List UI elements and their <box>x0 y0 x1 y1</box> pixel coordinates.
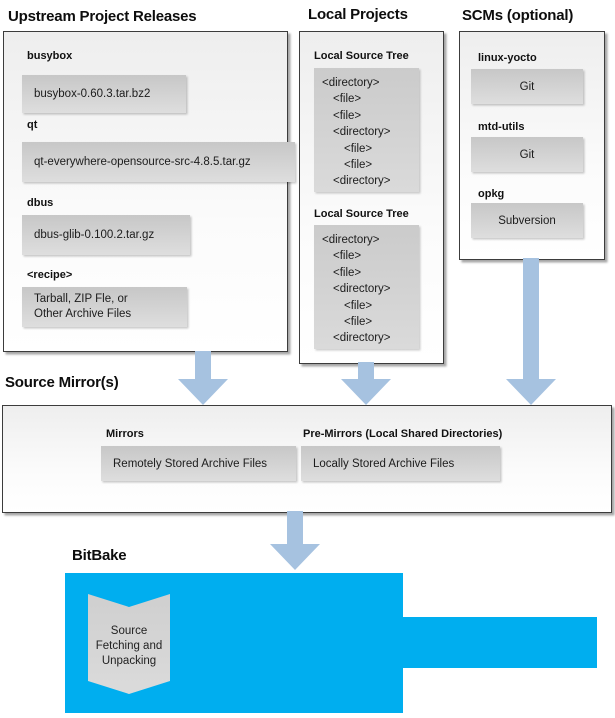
tree-line: <directory> <box>333 283 391 296</box>
scms-title: SCMs (optional) <box>462 7 574 24</box>
tree-line: <file> <box>344 299 373 312</box>
scm-item-value: Subversion <box>498 214 556 227</box>
scms-panel: linux-yocto Git mtd-utils Git opkg Subve… <box>459 31 605 260</box>
upstream-item-value: qt-everywhere-opensource-src-4.8.5.tar.g… <box>34 156 251 168</box>
tree-line: <file> <box>333 109 362 122</box>
upstream-item-label: <recipe> <box>27 269 73 281</box>
tree-line: <file> <box>333 266 362 279</box>
tree-line: <file> <box>344 316 373 329</box>
upstream-item-value: dbus-glib-0.100.2.tar.gz <box>34 229 155 241</box>
upstream-panel: busybox busybox-0.60.3.tar.bz2 qt qt-eve… <box>3 31 295 352</box>
scm-item-box: Git <box>471 137 583 172</box>
tree-line: <file> <box>344 142 373 155</box>
scm-item-box: Git <box>471 69 583 104</box>
source-tree-label: Local Source Tree <box>314 208 409 220</box>
source-mirrors-panel: Mirrors Remotely Stored Archive Files Pr… <box>2 405 612 513</box>
tree-line: <directory> <box>333 332 391 345</box>
down-arrow-local <box>341 362 391 405</box>
upstream-item-value: Tarball, ZIP Fle, or Other Archive Files <box>34 293 132 320</box>
local-projects-title: Local Projects <box>308 6 408 23</box>
tree-line: <file> <box>344 159 373 172</box>
scm-item-label: linux-yocto <box>478 52 537 64</box>
tree-line: <directory> <box>322 77 380 89</box>
upstream-title: Upstream Project Releases <box>8 8 197 25</box>
premirrors-label: Pre-Mirrors (Local Shared Directories) <box>303 428 503 440</box>
premirrors-box: Locally Stored Archive Files <box>301 446 500 481</box>
down-arrow-bitbake <box>270 511 320 570</box>
down-arrow-scms <box>506 258 556 405</box>
upstream-item-box: dbus-glib-0.100.2.tar.gz <box>22 215 190 255</box>
upstream-item-box: qt-everywhere-opensource-src-4.8.5.tar.g… <box>22 142 295 182</box>
upstream-item-box: busybox-0.60.3.tar.bz2 <box>22 75 186 113</box>
source-tree-box: <directory> <file> <file> <directory> <f… <box>314 225 419 349</box>
scm-item-box: Subversion <box>471 203 583 238</box>
tree-line: <file> <box>333 250 362 263</box>
source-tree-label: Local Source Tree <box>314 50 409 62</box>
upstream-item-value: busybox-0.60.3.tar.bz2 <box>34 88 151 100</box>
bitbake-output-strip <box>403 617 597 668</box>
scm-item-value: Git <box>519 80 535 93</box>
tree-line: <directory> <box>333 126 391 139</box>
tree-line: <file> <box>333 93 362 106</box>
premirrors-value: Locally Stored Archive Files <box>313 457 455 470</box>
local-projects-panel: Local Source Tree <directory> <file> <fi… <box>299 31 444 364</box>
source-mirrors-title: Source Mirror(s) <box>5 374 119 391</box>
tree-line: <directory> <box>322 234 380 246</box>
bitbake-title: BitBake <box>72 547 127 564</box>
scm-item-label: opkg <box>478 188 505 200</box>
scm-item-label: mtd-utils <box>478 121 525 133</box>
mirrors-label: Mirrors <box>106 428 144 440</box>
upstream-item-label: busybox <box>27 50 73 62</box>
source-tree-box: <directory> <file> <file> <directory> <f… <box>314 68 419 192</box>
source-fetching-step: Source Fetching and Unpacking <box>88 594 170 694</box>
mirrors-value: Remotely Stored Archive Files <box>113 457 268 470</box>
upstream-item-label: dbus <box>27 197 54 209</box>
scm-item-value: Git <box>519 148 535 161</box>
upstream-item-label: qt <box>27 119 38 131</box>
mirrors-box: Remotely Stored Archive Files <box>101 446 296 481</box>
tree-line: <directory> <box>333 175 391 188</box>
down-arrow-upstream <box>178 351 228 405</box>
upstream-item-box: Tarball, ZIP Fle, or Other Archive Files <box>22 287 187 327</box>
